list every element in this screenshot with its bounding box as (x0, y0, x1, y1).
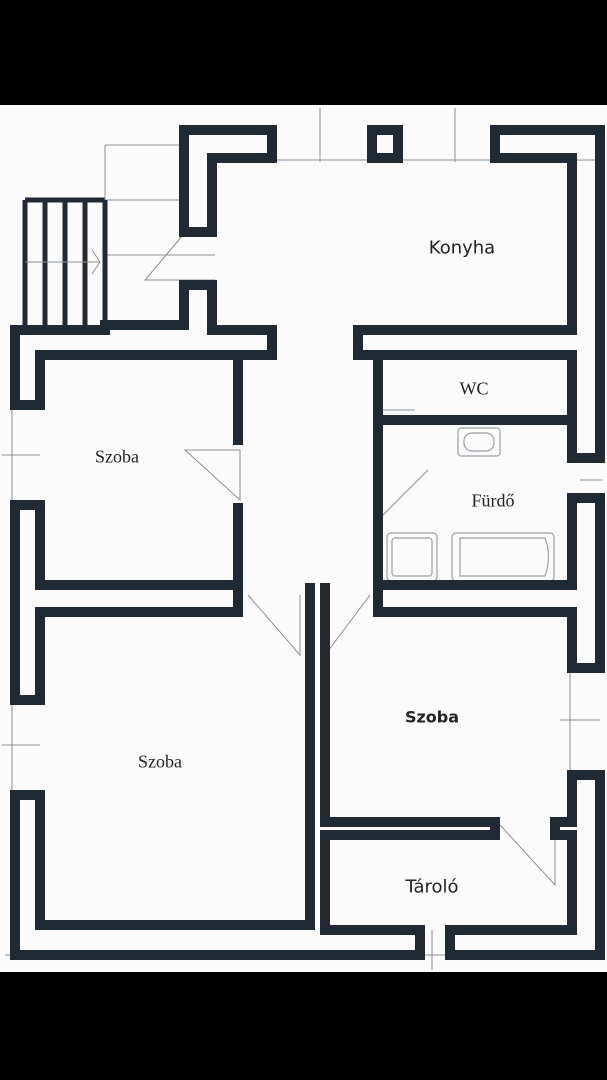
window-and-guide-lines (2, 108, 602, 970)
floor-plan-drawing (2, 108, 605, 970)
room-label-wc: WC (459, 378, 489, 399)
room-label-konyha: Konyha (428, 237, 496, 259)
room-label-furdo: Fürdő (471, 490, 515, 511)
staircase (22, 144, 180, 325)
room-label-szoba-left-bottom: Szoba (138, 751, 182, 772)
room-label-szoba-left-top: Szoba (95, 446, 139, 467)
walls (10, 125, 605, 960)
room-label-szoba-right: Szoba (404, 707, 460, 727)
room-label-tarolo: Tároló (405, 876, 459, 898)
floor-plan-sheet: Konyha WC Fürdő Szoba Szoba Szoba Tároló (0, 105, 607, 972)
